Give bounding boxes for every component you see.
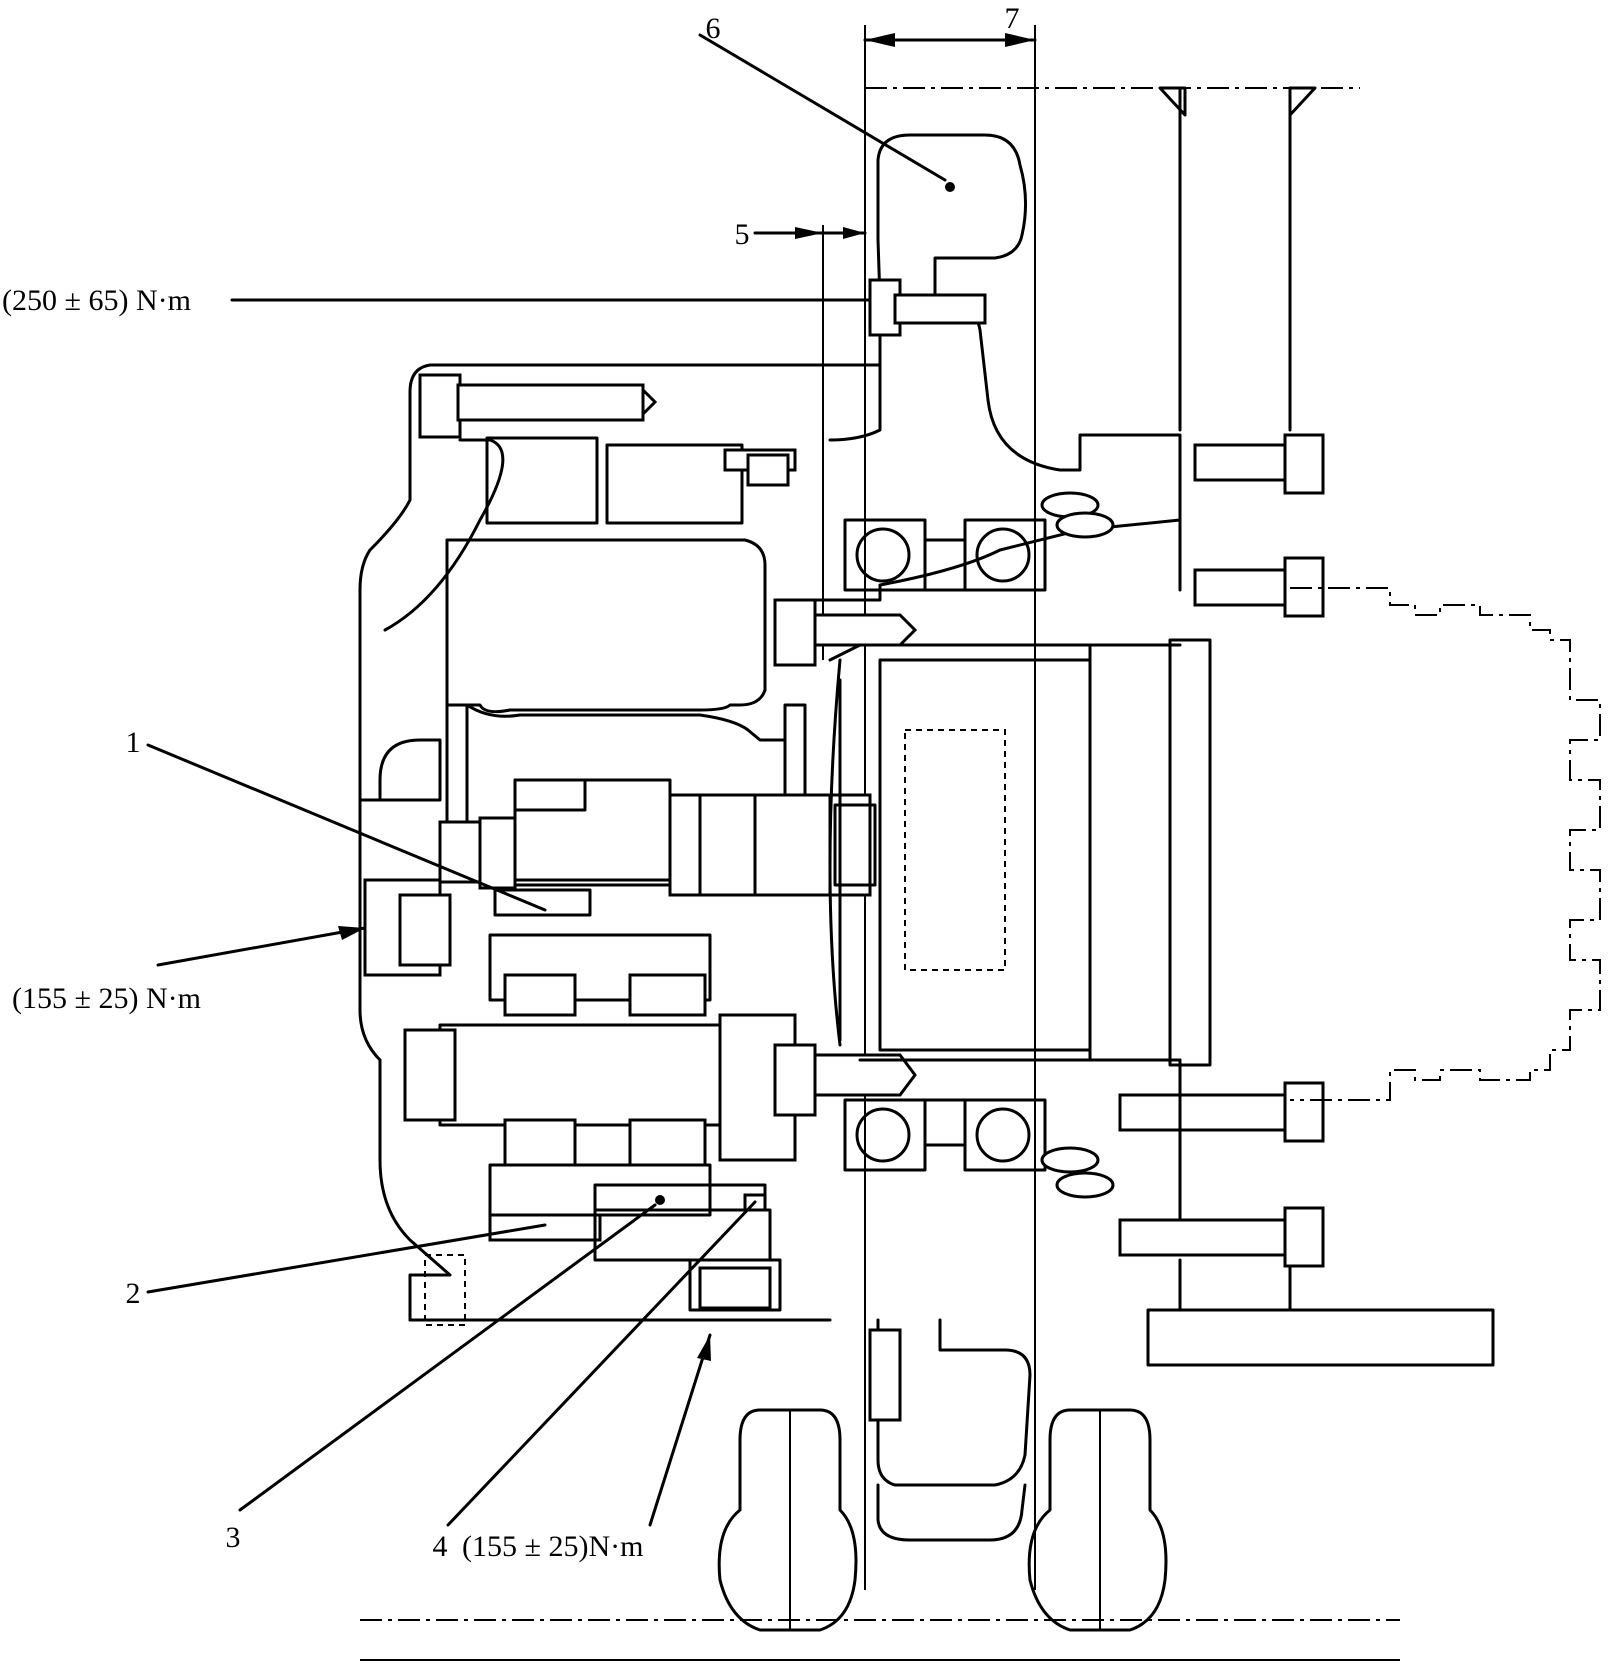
- lower-tires: [688, 1258, 1168, 1632]
- upper-tire: [876, 133, 1028, 302]
- torque-mid: (155 ± 25) N·m: [12, 982, 201, 1015]
- leader-6: [698, 33, 947, 182]
- label-2: 2: [126, 1277, 141, 1310]
- lower-planet-bearings: [403, 933, 797, 1262]
- end-cover: [358, 738, 832, 1326]
- reference-lines: [360, 25, 1400, 1661]
- leader-lines: [146, 33, 947, 1527]
- housing-upper: [358, 278, 1182, 802]
- leader-2: [146, 1223, 547, 1294]
- label-4: 4: [433, 1530, 448, 1563]
- flange-bolts: [1118, 433, 1325, 1268]
- torque-top: (250 ± 65) N·m: [2, 284, 191, 317]
- planet-gears: [445, 436, 807, 882]
- dimension-5: [753, 227, 867, 239]
- label-1: 1: [126, 726, 141, 759]
- dimension-7: [863, 33, 1037, 47]
- label-5: 5: [735, 218, 750, 251]
- spindle: [773, 518, 1212, 1117]
- wheel-bearings: [843, 491, 1115, 1199]
- motor-outline: [1290, 587, 1601, 1101]
- label-6: 6: [706, 12, 721, 45]
- leader-4: [446, 1200, 757, 1527]
- label-7: 7: [1005, 2, 1020, 35]
- leader-torque-mid: [156, 926, 367, 967]
- labels: 7 6 5 (250 ± 65) N·m 1 (155 ± 25) N·m 2 …: [2, 2, 1020, 1563]
- leader-1: [146, 743, 547, 912]
- frame: [1146, 86, 1495, 1367]
- torque-bottom: (155 ± 25)N·m: [462, 1530, 643, 1563]
- label-3: 3: [226, 1521, 241, 1554]
- leader-torque-bottom: [648, 1333, 712, 1527]
- leader-3: [238, 1203, 657, 1512]
